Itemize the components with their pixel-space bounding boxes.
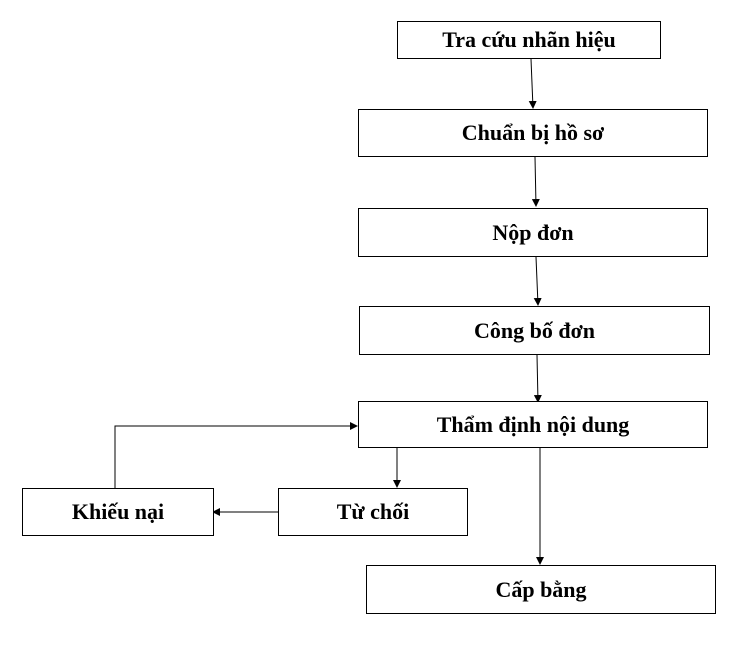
arrow-chuan-bi-to-nop-don [531,156,540,207]
node-cong-bo-label: Công bố đơn [473,317,595,343]
node-nop-don: Nộp đơn [358,208,708,257]
node-chuan-bi: Chuẩn bị hồ sơ [358,109,708,157]
node-cong-bo: Công bố đơn [359,306,710,355]
node-cap-bang-label: Cấp bằng [495,576,587,602]
node-tham-dinh-label: Thẩm định nội dung [436,411,630,437]
node-tu-choi-label: Từ chối [336,499,410,524]
node-khieu-nai-label: Khiếu nại [71,499,165,524]
arrow-nop-don-to-cong-bo [533,256,542,306]
arrow-khieu-nai-to-tham-dinh [114,422,358,488]
arrow-cong-bo-to-tham-dinh [533,354,542,403]
node-cap-bang: Cấp bằng [366,565,716,614]
arrow-tra-cuu-to-chuan-bi [528,58,537,109]
node-chuan-bi-label: Chuẩn bị hồ sơ [461,120,605,145]
node-nop-don-label: Nộp đơn [492,219,574,245]
node-khieu-nai: Khiếu nại [22,488,214,536]
node-tham-dinh: Thẩm định nội dung [358,401,708,448]
node-tra-cuu: Tra cứu nhãn hiệu [397,21,661,59]
node-tu-choi: Từ chối [278,488,468,536]
node-tra-cuu-label: Tra cứu nhãn hiệu [442,27,616,52]
